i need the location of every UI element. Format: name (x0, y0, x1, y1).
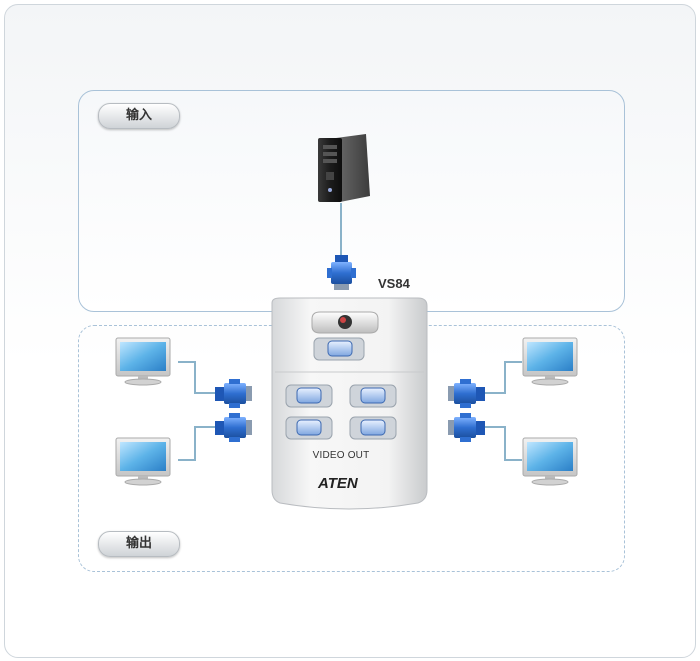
vga-connector-icon (448, 413, 485, 442)
vga-connector-icon (448, 379, 485, 408)
video-out-label: VIDEO OUT (312, 450, 370, 461)
pc-tower-icon (318, 134, 370, 202)
lcd-monitor-icon (115, 337, 171, 386)
lcd-monitor-icon (522, 337, 578, 386)
brand-logo: ATEN (318, 475, 358, 492)
lcd-monitor-icon (522, 437, 578, 486)
vga-connector-icon (327, 255, 356, 290)
vga-connector-icon (215, 379, 252, 408)
vs84-splitter-device (271, 297, 428, 510)
device-model-label: VS84 (378, 276, 410, 291)
input-section-label: 输入 (98, 103, 180, 129)
output-section-label: 输出 (98, 531, 180, 557)
lcd-monitor-icon (115, 437, 171, 486)
video-out-ports (285, 384, 397, 440)
vga-connector-icon (215, 413, 252, 442)
